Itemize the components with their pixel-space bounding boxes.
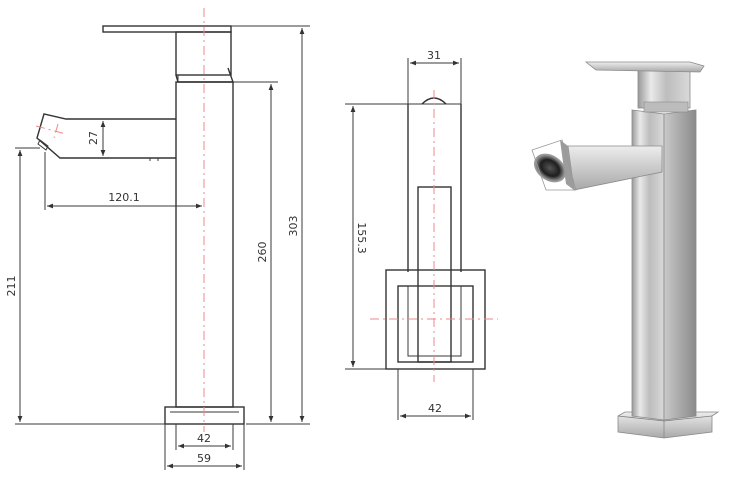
front-view: 31 155.3 42: [345, 49, 498, 420]
dim-base-width: 59: [197, 452, 211, 465]
dim-top-width: 31: [427, 49, 441, 62]
spout: [36, 113, 176, 159]
front-column: [407, 104, 462, 272]
dim-body-width: 42: [197, 432, 211, 445]
dim-spout-thickness: 27: [87, 131, 100, 145]
dim-spout-reach: 120.1: [108, 191, 140, 204]
spout-centerline: [35, 125, 67, 135]
dim-body-height: 260: [256, 242, 269, 263]
photo-aerator: [533, 153, 567, 183]
photo-handle-cap: [637, 67, 691, 109]
faucet-photo: [531, 61, 720, 439]
dim-total-height: 303: [287, 216, 300, 237]
side-view: 303 260 211 27 120.1 42 59: [5, 8, 310, 470]
handle-lever: [102, 25, 232, 33]
front-base-inner: [397, 285, 474, 363]
dim-spout-height: 211: [5, 276, 18, 297]
photo-handle-lever: [584, 61, 705, 73]
dim-bottom-width: 42: [428, 402, 442, 415]
dim-front-height: 155.3: [355, 222, 368, 254]
spout-tip: [36, 113, 49, 151]
